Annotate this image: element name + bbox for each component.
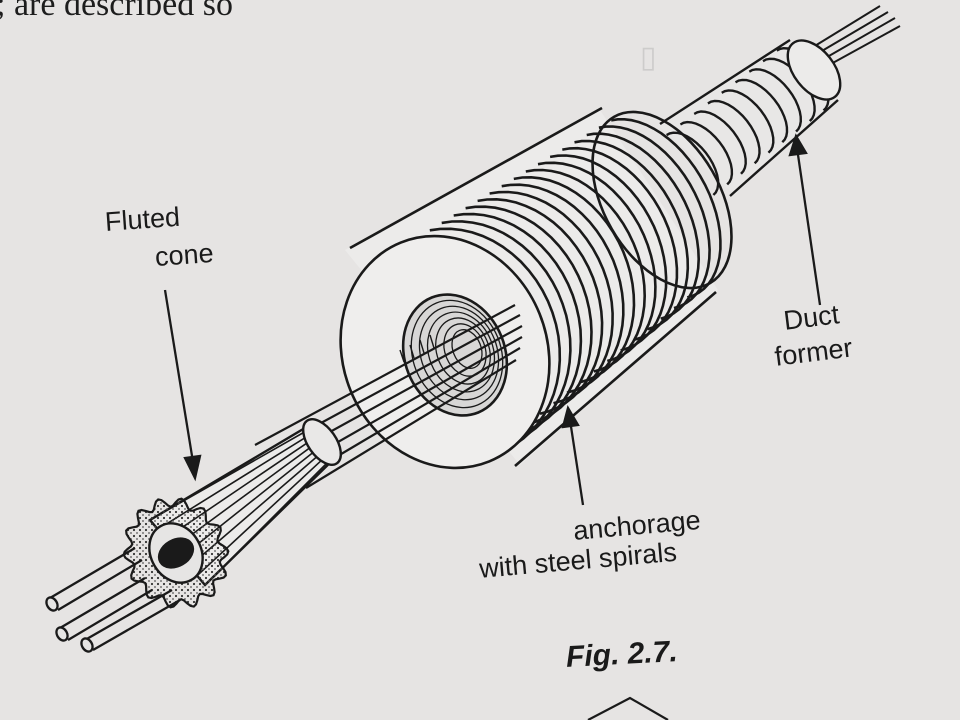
label-fluted: Fluted [104, 201, 181, 237]
duct-rib [721, 89, 775, 154]
show-through-text: ▯ [640, 41, 657, 74]
label-cone: cone [154, 237, 215, 272]
arrow-fluted-cone [163, 289, 195, 463]
next-figure-fragment [587, 696, 669, 720]
ring-rib [598, 125, 711, 310]
fluted-cone [122, 418, 343, 609]
cone-flute [204, 453, 337, 586]
ring-rib [610, 118, 722, 299]
duct-former [658, 38, 842, 197]
arrow-duct-former [795, 147, 822, 306]
duct-rib [734, 78, 789, 144]
duct-rib [707, 99, 761, 165]
bore-spiral-ring [451, 329, 483, 369]
leader-arrows [163, 133, 822, 506]
protruding-wires [45, 547, 181, 653]
arrow-anchorage [568, 419, 585, 506]
bore-spiral-ring [435, 317, 491, 385]
page-text-fragment: ; are described so [0, 0, 233, 23]
figure-caption: Fig. 2.7. [565, 635, 679, 674]
duct-rib [679, 120, 734, 186]
duct-rib [693, 110, 747, 175]
duct-rib [748, 68, 803, 133]
